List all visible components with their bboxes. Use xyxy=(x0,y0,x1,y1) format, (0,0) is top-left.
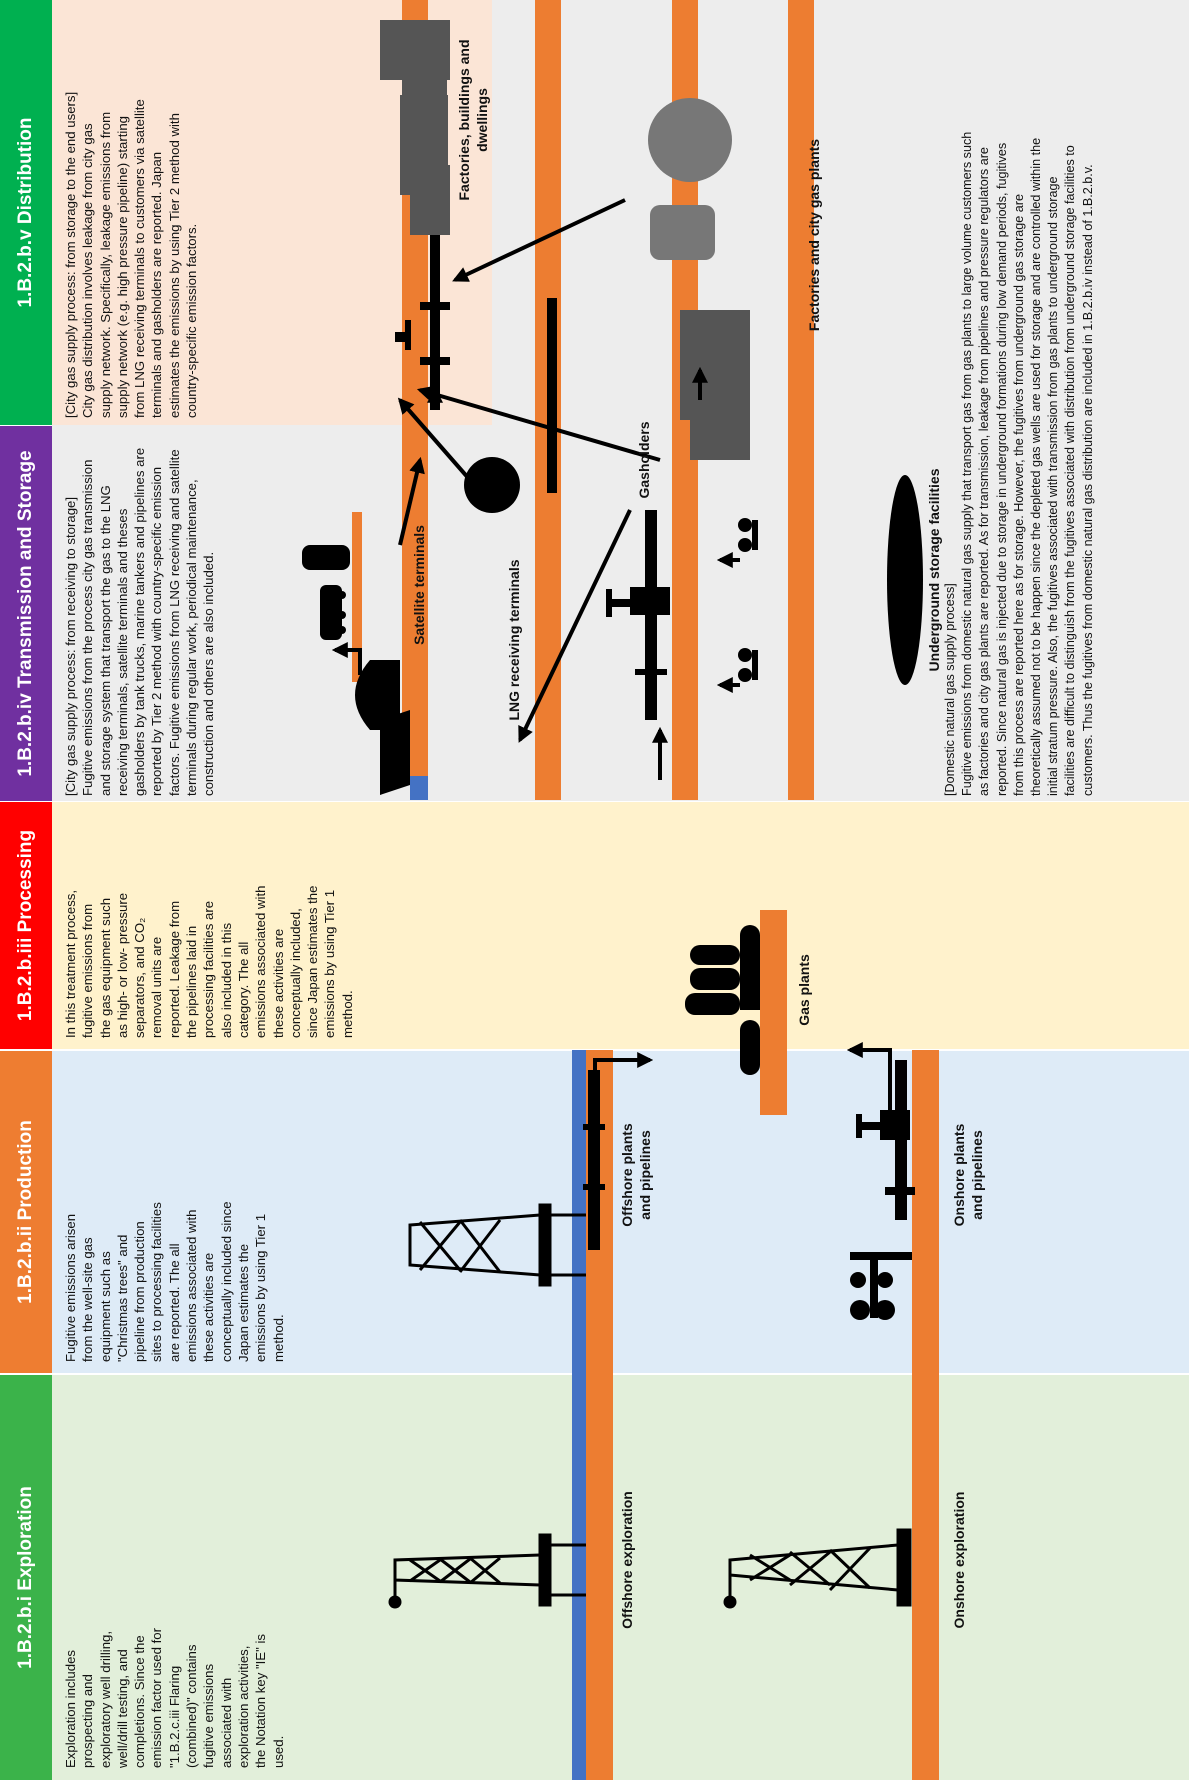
onshore-pipeline-icon xyxy=(856,1060,915,1220)
gas-plant-icon xyxy=(685,925,760,1075)
underground-storage-icon xyxy=(887,475,923,685)
onshore-drilling-rig-icon xyxy=(723,1528,912,1609)
gas-plants-label: Gas plants xyxy=(796,954,812,1026)
lng-tanker-icon xyxy=(380,710,410,795)
lng-to-distribution-arrow xyxy=(398,456,425,546)
satellite-terminals-label: Satellite terminals xyxy=(411,525,427,645)
offshore-to-processing-arrow xyxy=(593,1052,654,1120)
offshore-production-label: Offshore plants and pipelines xyxy=(619,1123,653,1227)
gasholder-to-distribution-arrow xyxy=(397,397,472,482)
underground-storage-label: Underground storage facilities xyxy=(926,468,942,672)
lng-tank-icon xyxy=(355,660,400,730)
city-gas-plant-icon xyxy=(680,310,750,460)
offshore-platform-icon xyxy=(408,1203,586,1287)
satellite-tank-icon xyxy=(302,545,350,570)
distribution-pipeline-icon xyxy=(395,210,557,493)
distribution-lower-ground xyxy=(788,0,814,800)
exploration-offshore-ground xyxy=(586,1372,613,1780)
production-onshore-ground xyxy=(912,1050,939,1373)
exploration-ocean-band xyxy=(572,1372,586,1780)
lng-receiving-label: LNG receiving terminals xyxy=(506,559,522,721)
onshore-to-processing-arrow xyxy=(846,1042,892,1120)
factory-buildings-icon xyxy=(380,20,450,235)
city-gasholders-icon xyxy=(648,98,732,260)
gasholders-label: Gasholders xyxy=(636,421,652,499)
exploration-onshore-ground xyxy=(912,1372,939,1780)
factories-city-gas-label: Factories and city gas plants xyxy=(806,138,822,332)
transmission-pipeline-icon xyxy=(606,510,670,720)
spherical-gasholder-icon xyxy=(464,457,520,513)
tanker-to-lng-arrow xyxy=(331,642,362,675)
storage-to-distribution-arrow xyxy=(416,385,661,462)
offshore-exploration-label: Offshore exploration xyxy=(619,1491,635,1629)
storage-wellhead-icon xyxy=(738,518,758,682)
onshore-production-label: Onshore plants and pipelines xyxy=(951,1123,985,1227)
christmas-tree-icon xyxy=(850,1252,912,1320)
factories-buildings-label: Factories, buildings and dwellings xyxy=(456,39,490,201)
buildings-to-pipeline-arrow xyxy=(452,198,626,282)
production-ocean-band xyxy=(572,1050,586,1373)
lng-to-gasholders-arrow xyxy=(518,509,632,743)
offshore-drilling-rig-icon xyxy=(388,1533,586,1609)
tank-truck-icon xyxy=(320,585,346,640)
processing-ground xyxy=(760,910,787,1115)
satellite-terminal-strip xyxy=(352,512,362,682)
lng-ocean-band xyxy=(410,776,428,800)
onshore-exploration-label: Onshore exploration xyxy=(951,1491,967,1629)
